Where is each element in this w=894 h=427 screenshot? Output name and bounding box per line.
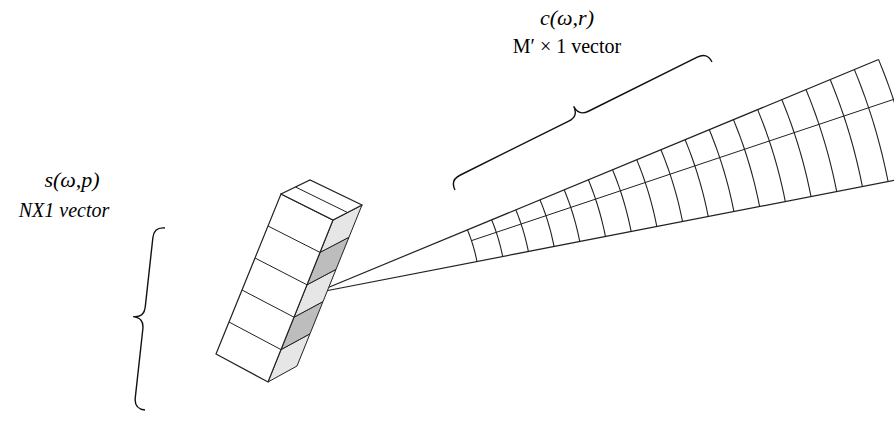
range-arc <box>564 190 580 242</box>
beam-fan <box>315 60 894 293</box>
array-box <box>216 180 362 382</box>
range-arc <box>782 100 811 197</box>
box-top-face <box>281 180 362 220</box>
range-arc <box>830 80 862 187</box>
array-brace <box>133 228 165 410</box>
range-arc <box>879 60 894 177</box>
range-arc <box>516 210 529 252</box>
signal-label: c(ω,r) <box>540 6 594 30</box>
element-divider <box>242 290 294 317</box>
range-arc <box>467 230 477 262</box>
element-divider <box>296 187 348 213</box>
range-arc <box>854 70 888 182</box>
range-arc <box>588 180 605 237</box>
braces <box>133 55 712 410</box>
box-front-face <box>216 194 333 382</box>
range-arc <box>685 140 708 217</box>
fan-edge <box>315 177 894 293</box>
range-arc <box>806 90 837 192</box>
size-label: NX1 vector <box>19 199 110 221</box>
range-arc <box>709 130 734 212</box>
range-arc <box>492 220 503 257</box>
fan-brace <box>453 55 712 190</box>
element-divider <box>268 226 320 252</box>
range-arc <box>540 200 554 247</box>
range-arc <box>613 170 632 232</box>
range-arc <box>637 160 657 227</box>
range-arc <box>733 120 759 207</box>
range-arc <box>661 150 683 222</box>
element-divider <box>229 322 281 350</box>
size-label: M′ × 1 vector <box>513 35 621 57</box>
signal-label: s(ω,p) <box>44 168 99 192</box>
element-divider <box>255 258 307 285</box>
range-arc <box>758 110 786 202</box>
fan-mid-line <box>471 99 893 240</box>
fan-edge <box>315 60 879 293</box>
